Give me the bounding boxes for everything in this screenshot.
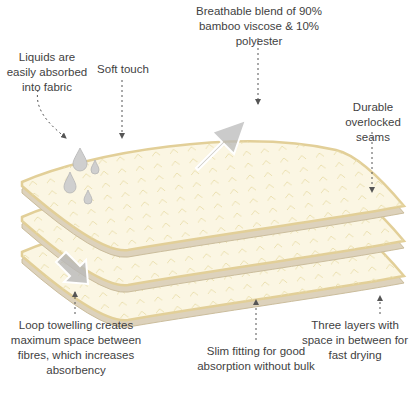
callout-label: Breathable blend of 90% bamboo viscose &… — [188, 4, 330, 49]
fabric-layer — [22, 141, 404, 250]
callout-label: Liquids are easily absorbed into fabric — [4, 50, 90, 95]
breathable-arrow — [196, 120, 246, 170]
liquid-drops — [64, 148, 99, 204]
callout-label: Loop towelling creates maximum space bet… — [4, 318, 148, 378]
callout-label: Durable overlocked seams — [334, 100, 412, 145]
loop-texture — [22, 141, 404, 250]
fabric-layers — [22, 141, 404, 327]
callout-label: Three layers with space in between for f… — [298, 318, 412, 363]
leader-lines — [37, 38, 380, 340]
callout-label: Slim fitting for good absorption without… — [190, 344, 322, 374]
absorb-arrow — [56, 252, 88, 284]
callout-label: Soft touch — [90, 62, 156, 77]
